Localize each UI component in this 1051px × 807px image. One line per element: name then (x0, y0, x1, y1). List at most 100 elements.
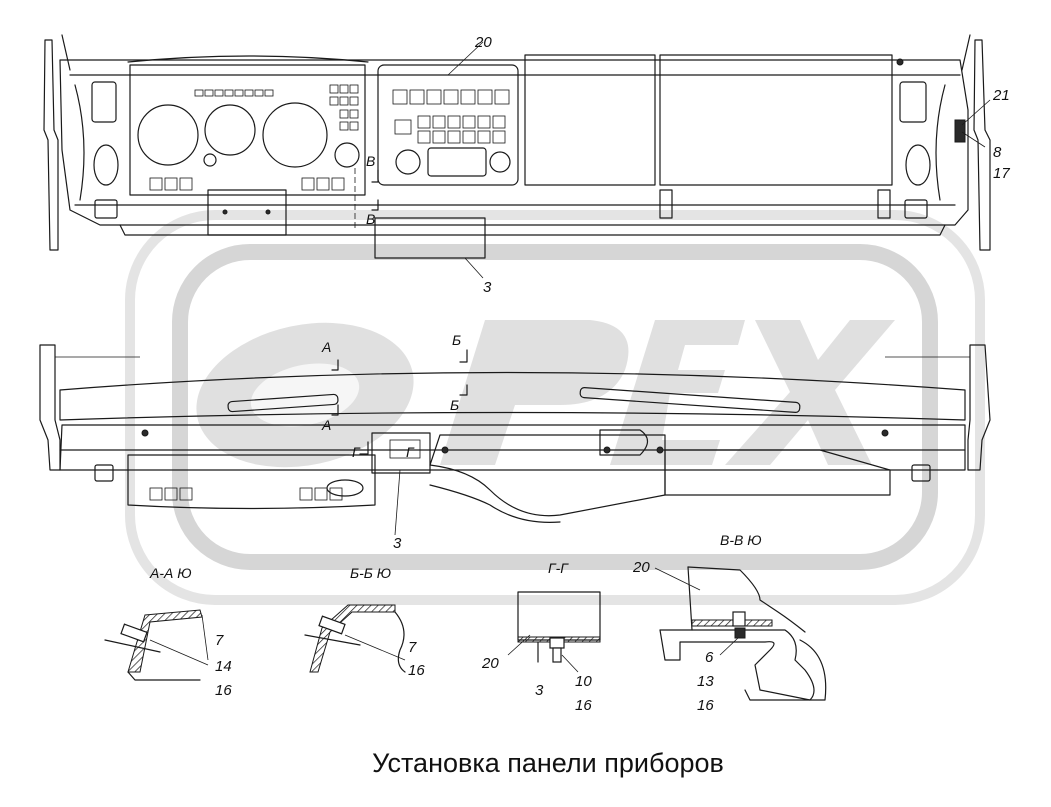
front-switches (149, 487, 343, 501)
tunnel-lower-edge (429, 484, 561, 523)
section-title-v-v: В-В Ю (720, 532, 762, 548)
dash-fastener (881, 429, 889, 437)
front-view (39, 344, 991, 536)
callout-20-top: 20 (474, 34, 492, 51)
section-label-b2-bottom: Б (450, 397, 459, 413)
warning-lamps (194, 84, 359, 131)
mount-post (659, 189, 673, 219)
section-g-g (507, 591, 601, 673)
gauge-left (137, 104, 199, 166)
defroster-vent-right (579, 387, 801, 413)
steering-column-cover (207, 189, 287, 236)
right-front-switch (911, 464, 931, 482)
tunnel-cover (599, 429, 649, 456)
leader-v-6 (719, 637, 739, 656)
passenger-panel (659, 54, 893, 186)
callout-v-20: 20 (632, 559, 650, 576)
section-title-g-g: Г-Г (548, 560, 569, 576)
section-b-b (304, 604, 406, 673)
center-console-20 (377, 64, 519, 186)
leader-a-14 (149, 639, 209, 666)
section-v-v (654, 566, 827, 701)
left-mount-bracket (43, 39, 59, 251)
watermark-letter-x (725, 320, 895, 465)
leader-21 (961, 99, 991, 126)
callout-3-front: 3 (393, 535, 402, 552)
right-switch (904, 199, 928, 219)
passenger-lower-panel (664, 449, 891, 496)
cluster-switches (149, 177, 345, 191)
section-b-b-edge (394, 611, 406, 673)
instrument-cluster (129, 64, 366, 196)
section-label-a-top: А (321, 339, 331, 355)
callout-g-16: 16 (575, 697, 592, 714)
callout-a-7: 7 (215, 632, 224, 649)
gauge-center (204, 104, 256, 156)
dash-fastener (141, 429, 149, 437)
section-label-g-right: Г (406, 444, 415, 460)
bracket-3 (374, 217, 486, 259)
center-tunnel (429, 434, 666, 517)
section-label-b-top: В (366, 153, 375, 169)
console-display (427, 147, 487, 177)
callout-a-14: 14 (215, 658, 232, 675)
section-b-b-axis (304, 634, 361, 646)
callout-17: 17 (993, 165, 1010, 182)
callout-a-16: 16 (215, 682, 232, 699)
section-mark-b2-top (459, 349, 468, 363)
console-knob-right (489, 151, 511, 173)
callout-g-10: 10 (575, 673, 592, 690)
cover-screw (265, 209, 271, 215)
left-end-curve (74, 84, 85, 201)
section-label-b2-top: Б (452, 332, 461, 348)
section-a-a (104, 609, 209, 681)
right-bracket-line (961, 34, 971, 71)
left-bracket-line (61, 34, 71, 71)
cluster-lower-housing (127, 454, 376, 510)
left-switch (94, 199, 118, 219)
right-door-pillar (967, 344, 991, 471)
section-v-v-bolt-head (732, 611, 746, 627)
top-view (43, 34, 991, 279)
section-mark-b-bottom (371, 199, 379, 211)
section-v-v-nut (734, 627, 746, 639)
section-label-b-bottom: В (366, 211, 375, 227)
section-v-v-duct (744, 639, 827, 701)
glovebox-panel (524, 54, 656, 186)
tunnel-fastener (603, 446, 611, 454)
section-a-a-bolt (120, 623, 148, 643)
section-a-a-axis (104, 639, 161, 653)
leader-g-20 (507, 634, 531, 656)
leader-g-10 (561, 654, 579, 673)
section-v-v-panel (687, 566, 806, 633)
right-mount-bracket (973, 39, 991, 251)
callout-v-16: 16 (697, 697, 714, 714)
top-view-outline (59, 59, 969, 226)
section-title-b-b: Б-Б Ю (350, 565, 391, 581)
section-v-v-hatch (691, 619, 773, 627)
section-g-g-bolt-head (549, 637, 565, 649)
watermark-frame (172, 244, 938, 570)
mount-post (877, 189, 891, 219)
section-a-a-hatched-part (127, 609, 203, 673)
indicator-lamp (203, 153, 217, 167)
cluster-hood (127, 55, 369, 63)
watermark-letter-o-hole (250, 363, 360, 427)
fastener-8-17 (954, 119, 966, 143)
tunnel-fastener (441, 446, 449, 454)
section-mark-g-left (359, 441, 369, 455)
labels: 20 21 8 17 3 В В А А Б Б Г Г 3 А-А Ю 7 1… (149, 34, 1010, 778)
console-knob (395, 149, 421, 175)
right-vent (899, 81, 927, 123)
section-a-a-edge (201, 614, 209, 661)
gauge-right (262, 102, 328, 168)
callout-g-20: 20 (481, 655, 499, 672)
callout-8: 8 (993, 144, 1002, 161)
left-nozzle (93, 144, 119, 186)
callout-v-6: 6 (705, 649, 714, 666)
left-vent (91, 81, 117, 123)
diagram-title: Установка панели приборов (372, 748, 724, 778)
top-view-bottom-lip (119, 224, 946, 236)
